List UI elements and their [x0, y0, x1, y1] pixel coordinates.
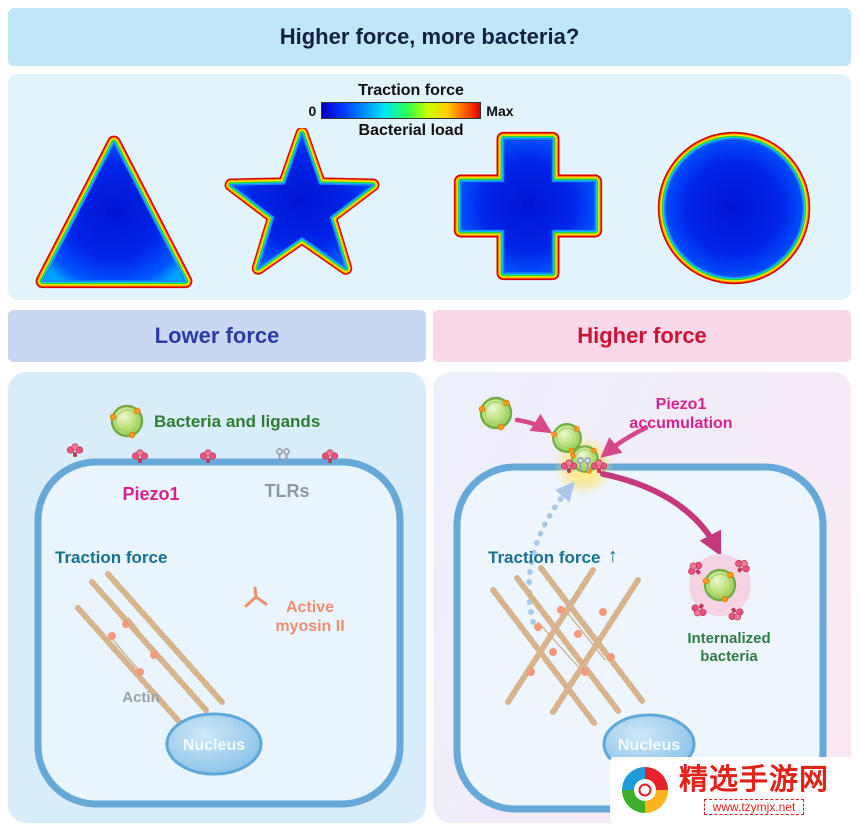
myosin-icon: [244, 586, 268, 608]
traction-force-label: Traction force: [55, 548, 167, 567]
watermark-site-url: www.tzymjx.net: [703, 799, 805, 816]
title-bar: Higher force, more bacteria?: [8, 8, 851, 66]
colorbar-gradient: [321, 102, 482, 119]
actin-filaments: [75, 571, 225, 739]
tlrs-label: TLRs: [265, 481, 310, 501]
higher-force-header-label: Higher force: [577, 323, 707, 348]
bacterium-icon: [108, 404, 144, 440]
lower-force-header: Lower force: [8, 310, 426, 362]
higher-force-diagram: Piezo1 accumulation Traction force ↑ Int…: [453, 396, 827, 813]
lower-force-header-label: Lower force: [154, 323, 280, 348]
piezo1-label: Piezo1: [122, 484, 179, 504]
piezo1-accumulation-label: Piezo1: [656, 396, 707, 413]
colorbar-subtitle: Bacterial load: [358, 122, 464, 139]
internalized-bacteria-label: Internalized: [687, 630, 770, 647]
lower-force-diagram: Bacteria and ligands Piezo1 TLRs Tractio…: [34, 404, 404, 808]
piezo1-receptor-icon: [66, 443, 84, 458]
active-myosin-label: Active: [286, 599, 334, 616]
cross-heatmap-shape: [448, 126, 608, 286]
accumulation-arrow: [600, 425, 649, 458]
piezo1-accumulation-label: accumulation: [629, 415, 732, 432]
colorbar-title: Traction force: [358, 82, 464, 99]
actin-label: Actin: [122, 689, 160, 706]
watermark-logo-icon: [622, 767, 668, 813]
up-arrow-icon: ↑: [608, 545, 618, 567]
higher-force-panel: Piezo1 accumulation Traction force ↑ Int…: [433, 372, 851, 823]
circle-heatmap-shape: [654, 128, 814, 288]
watermark-site-name: 精选手游网: [679, 763, 830, 796]
heatmap-panel: Traction force 0 Max Bacterial load: [8, 74, 851, 300]
internalization-arrow: [600, 471, 722, 557]
internalized-bacterium: [684, 554, 753, 624]
nucleus-label: Nucleus: [618, 737, 680, 754]
cell-membrane: [34, 458, 404, 808]
higher-force-header: Higher force: [433, 310, 851, 362]
bacterium-icon: [477, 396, 513, 432]
watermark: 精选手游网 www.tzymjx.net: [610, 757, 857, 823]
colorbar-max-label: Max: [486, 102, 514, 119]
actin-filaments: [490, 565, 646, 727]
traction-force-label: Traction force ↑: [488, 545, 618, 567]
nucleus-label: Nucleus: [183, 737, 245, 754]
star-heatmap-shape: [222, 128, 382, 288]
internalized-bacteria-label: bacteria: [700, 648, 758, 665]
bacteria-ligands-label: Bacteria and ligands: [154, 412, 320, 431]
force-dashed-arrow: [526, 481, 575, 625]
bacteria-path-arrow: [514, 413, 553, 434]
active-myosin-label: myosin II: [275, 618, 344, 635]
triangle-heatmap-shape: [34, 134, 194, 294]
lower-force-panel: Bacteria and ligands Piezo1 TLRs Tractio…: [8, 372, 426, 823]
colorbar-min-label: 0: [308, 102, 317, 119]
colorbar: Traction force 0 Max Bacterial load: [281, 82, 541, 140]
nucleus: [165, 712, 263, 776]
figure-title: Higher force, more bacteria?: [279, 24, 580, 49]
